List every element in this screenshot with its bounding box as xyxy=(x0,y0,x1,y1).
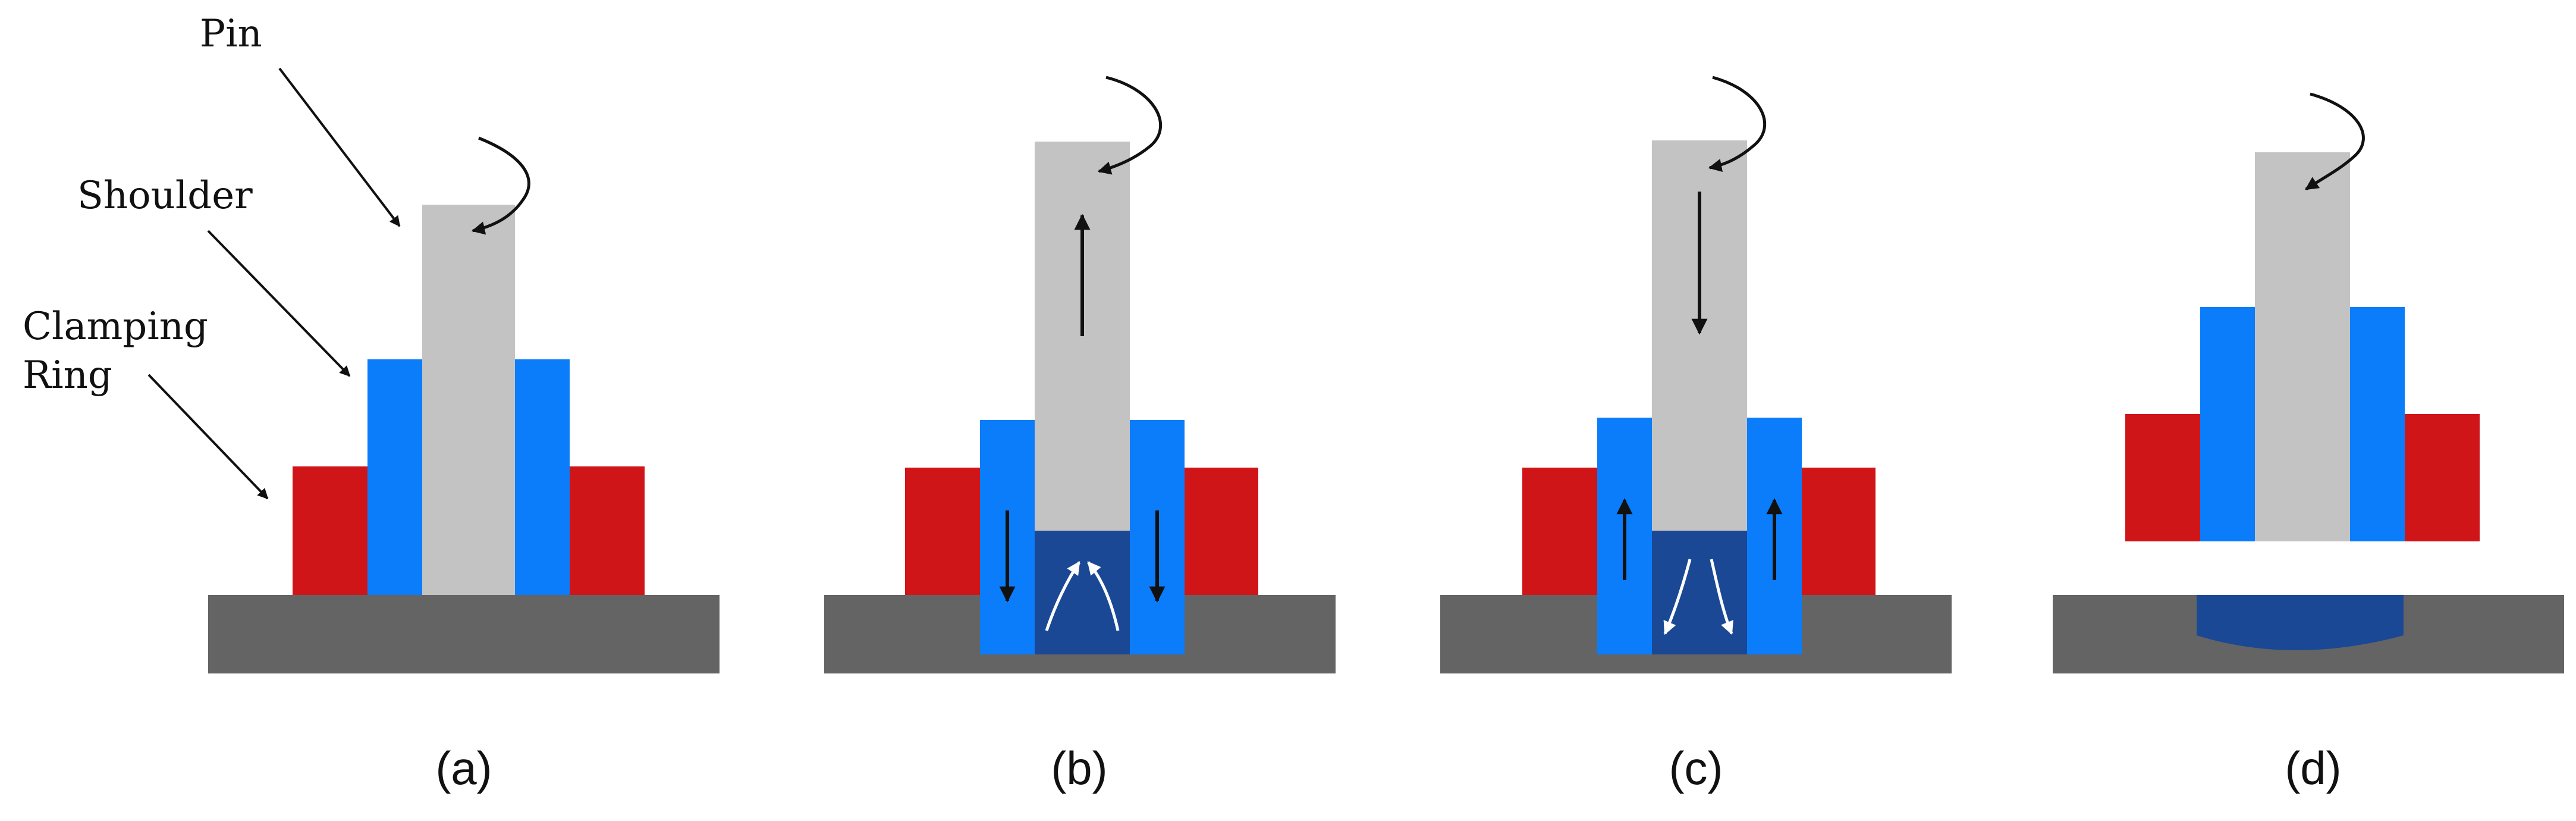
pin xyxy=(422,205,515,595)
clamping-ring-right xyxy=(1183,468,1258,595)
flow-arrow-left xyxy=(1663,559,1692,635)
pin-leader-arrow xyxy=(278,67,401,227)
panel-d: (d) xyxy=(2053,92,2564,794)
clamping-ring-right xyxy=(2405,414,2480,541)
plasticized-material xyxy=(1035,531,1130,654)
clamping-ring-left xyxy=(1522,468,1597,595)
clamping-ring-left xyxy=(293,466,367,595)
shoulder-left xyxy=(2200,307,2255,541)
pin-label: Pin xyxy=(200,12,262,56)
flow-arrow-left xyxy=(1045,561,1081,631)
shoulder-right xyxy=(515,359,570,595)
flow-arrow-right xyxy=(1710,559,1733,635)
consolidated-weld-spot xyxy=(2197,595,2404,650)
base-plate xyxy=(208,595,720,673)
rotation-arrow xyxy=(1097,76,1163,175)
caption-c: (c) xyxy=(1669,742,1723,794)
caption-a: (a) xyxy=(435,742,492,794)
rotation-arrow xyxy=(2305,92,2365,191)
plasticized-material xyxy=(1652,531,1747,654)
shoulder-right xyxy=(2350,307,2405,541)
caption-b: (b) xyxy=(1051,742,1107,794)
panel-c: (c) xyxy=(1440,76,1952,794)
pin xyxy=(2255,152,2350,541)
clamping-ring-leader-arrow xyxy=(147,374,269,500)
rotation-arrow xyxy=(1708,76,1766,173)
shoulder-leader-arrow xyxy=(207,230,351,377)
clamping-ring-right xyxy=(1801,468,1876,595)
caption-d: (d) xyxy=(2285,742,2341,794)
clamping-ring-label-line1: Clamping xyxy=(23,305,208,349)
panel-b: (b) xyxy=(824,76,1336,794)
shoulder-left xyxy=(367,359,422,595)
rotation-arrow xyxy=(471,136,530,235)
clamping-ring-right xyxy=(570,466,645,595)
clamping-ring-left xyxy=(2125,414,2200,541)
shoulder-label: Shoulder xyxy=(77,174,253,218)
panel-a: Pin Shoulder Clamping Ring (a) xyxy=(23,12,720,794)
clamping-ring-left xyxy=(905,468,980,595)
clamping-ring-label-line2: Ring xyxy=(23,353,112,397)
flow-arrow-right xyxy=(1087,561,1120,631)
